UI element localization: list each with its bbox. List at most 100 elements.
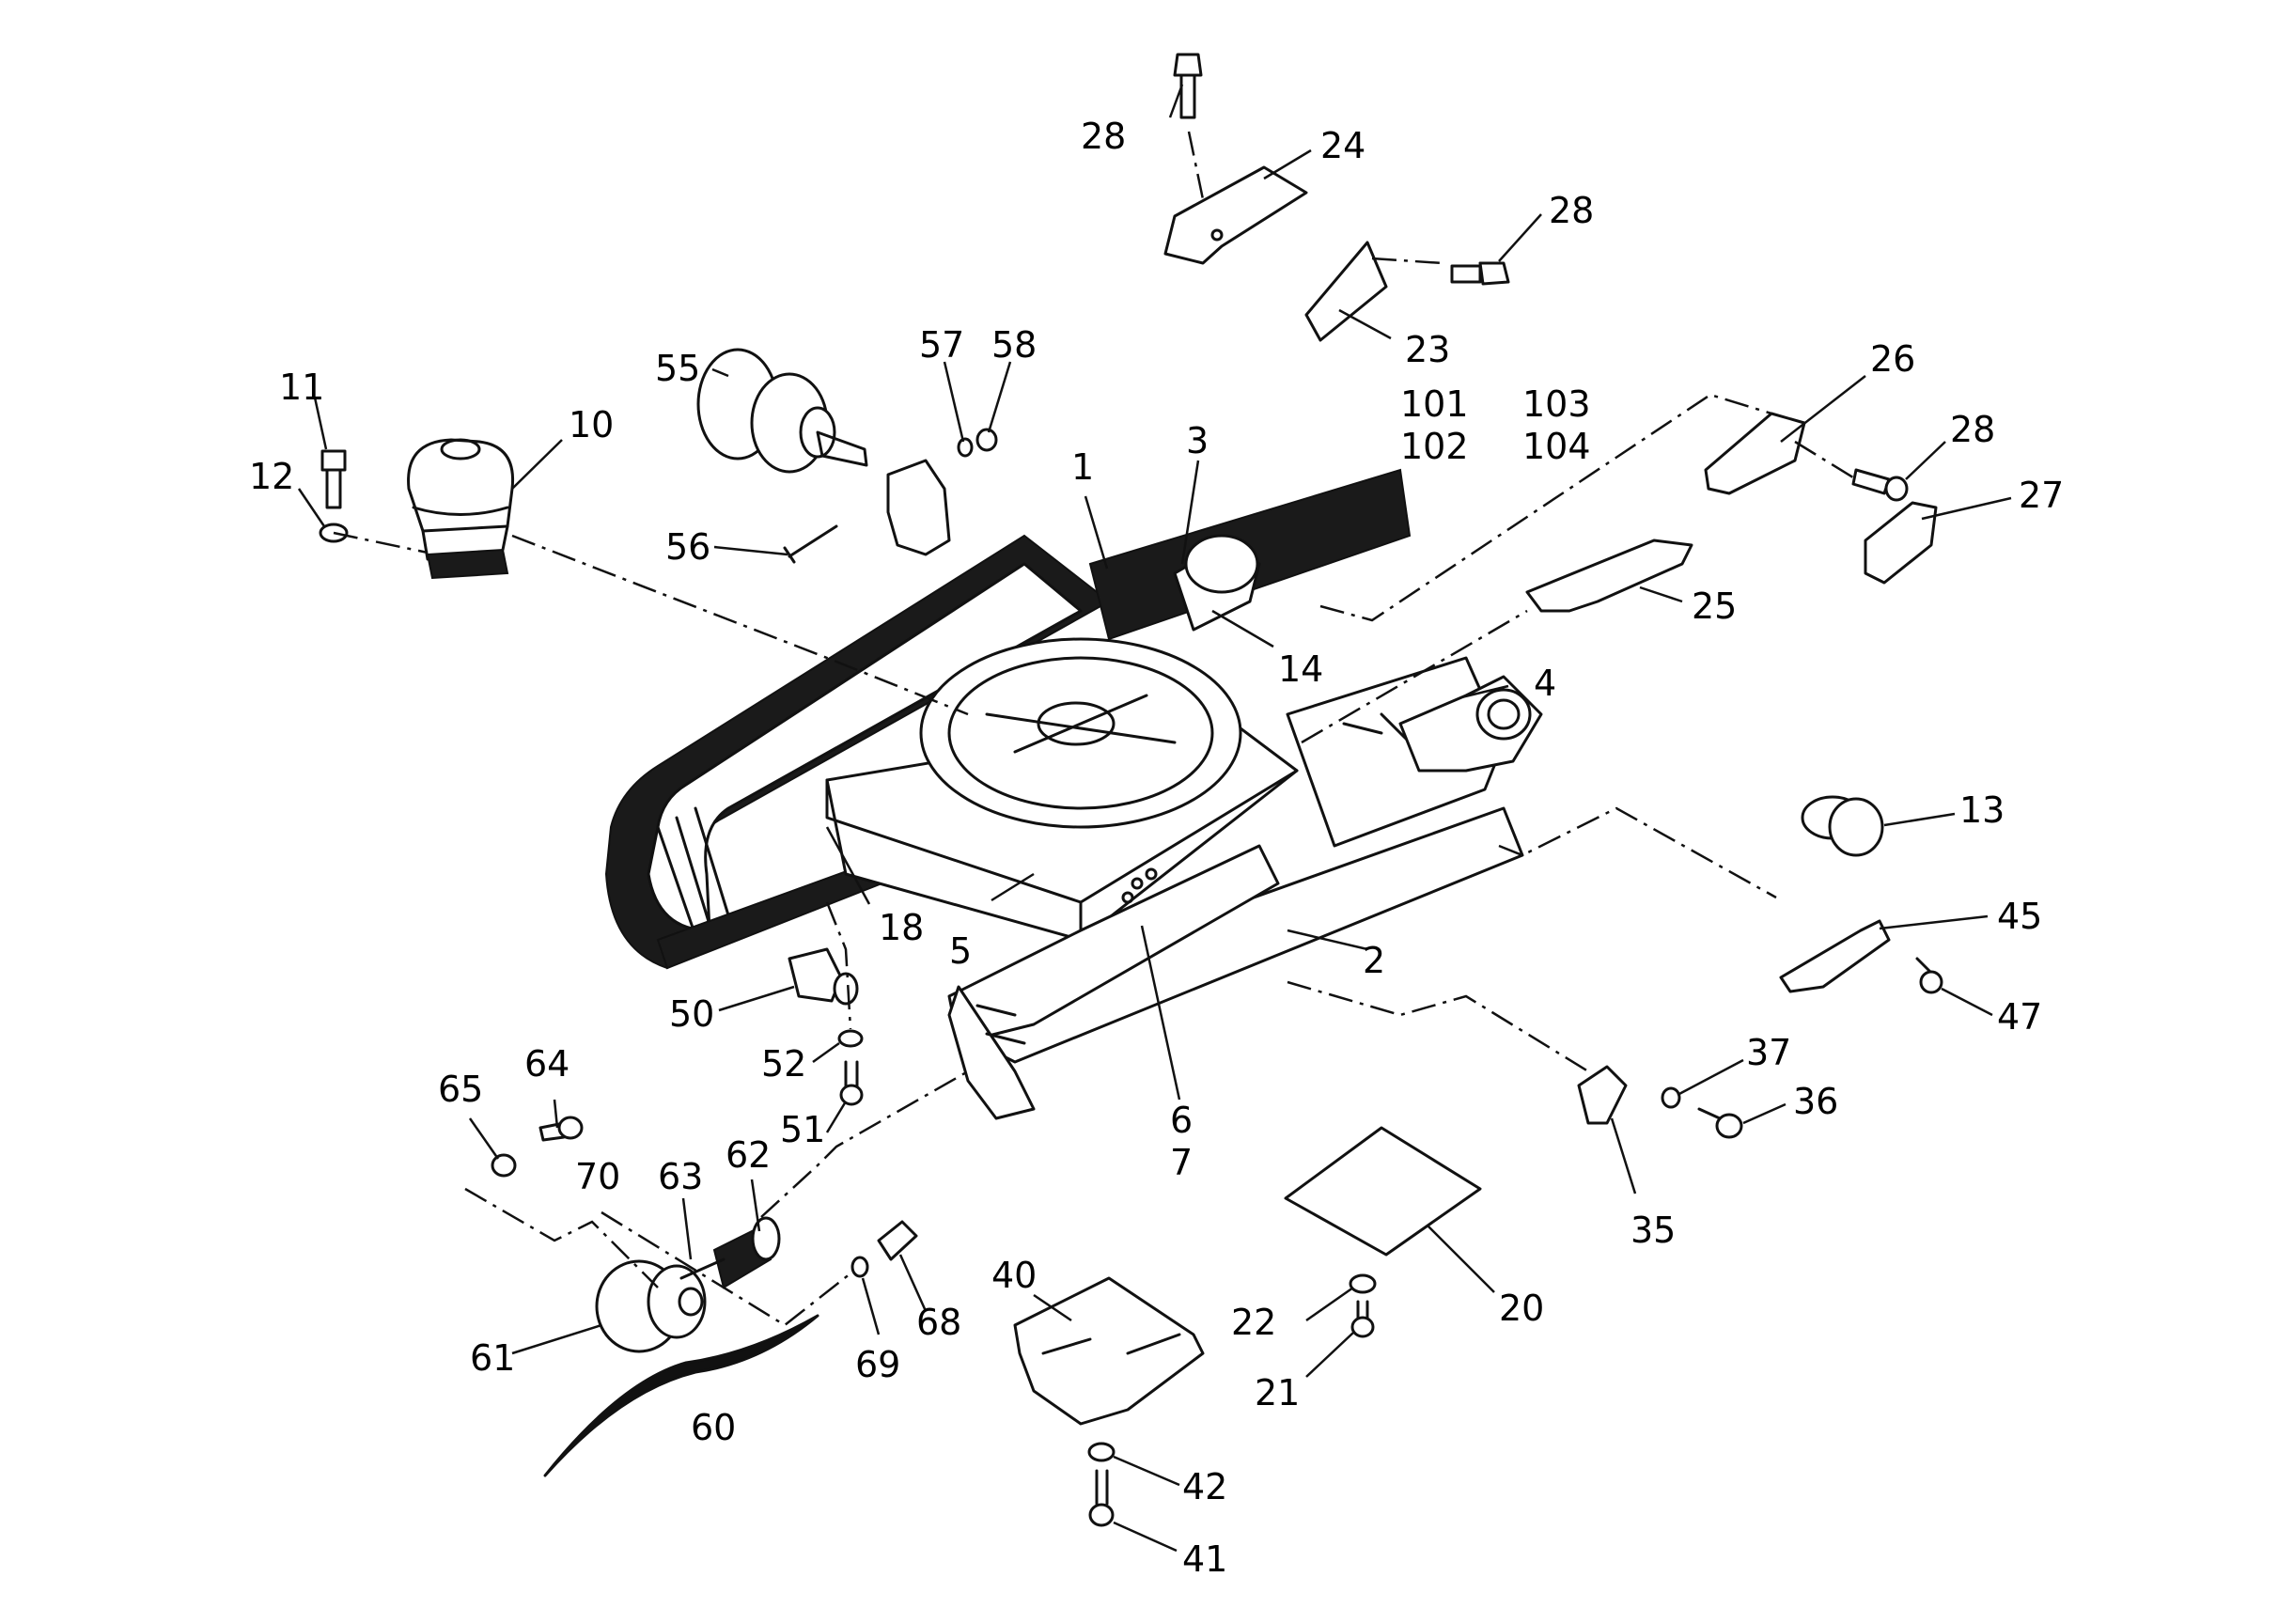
roller-50 xyxy=(788,947,859,1006)
cover-23 xyxy=(1304,241,1388,342)
bolt-64 xyxy=(538,1116,584,1142)
bolt-21 xyxy=(1350,1300,1375,1338)
label-21: 21 xyxy=(1255,1372,1300,1413)
label-69: 69 xyxy=(855,1344,900,1385)
label-28-mid: 28 xyxy=(1549,190,1594,231)
pin-56 xyxy=(783,524,838,564)
idler-61 xyxy=(595,1259,707,1353)
label-101: 101 xyxy=(1400,383,1469,425)
plate-24 xyxy=(1163,165,1308,265)
label-63: 63 xyxy=(658,1156,703,1197)
bolt-11 xyxy=(320,449,347,509)
nut-58 xyxy=(975,428,998,452)
label-58: 58 xyxy=(991,324,1037,366)
bolt-47 xyxy=(1915,957,1943,994)
label-41: 41 xyxy=(1182,1538,1227,1580)
axis-line-101 xyxy=(1319,393,1772,622)
label-64: 64 xyxy=(524,1043,570,1085)
motor-3 xyxy=(1184,534,1259,594)
cover-35 xyxy=(1577,1065,1628,1125)
track-frame xyxy=(825,637,1524,1120)
washer-69 xyxy=(850,1256,869,1278)
label-25: 25 xyxy=(1692,586,1737,627)
label-47: 47 xyxy=(1997,996,2042,1038)
axis-line-26-28 xyxy=(1794,440,1857,481)
label-51: 51 xyxy=(780,1109,825,1150)
grease-fitting-68 xyxy=(877,1220,918,1261)
label-42: 42 xyxy=(1182,1466,1227,1507)
label-28-top: 28 xyxy=(1081,116,1126,157)
roller-13 xyxy=(1801,795,1884,857)
bracket-40-slot xyxy=(1041,1333,1181,1355)
label-11: 11 xyxy=(279,367,324,408)
label-4: 4 xyxy=(1534,663,1556,704)
axis-line-65 xyxy=(464,1187,659,1288)
label-37: 37 xyxy=(1746,1032,1791,1073)
guard-25 xyxy=(1525,539,1693,613)
bolt-28-top xyxy=(1173,53,1203,119)
axis-line-50 xyxy=(825,901,852,1030)
label-14: 14 xyxy=(1278,648,1323,690)
label-103: 103 xyxy=(1522,383,1591,425)
bolt-36 xyxy=(1697,1107,1743,1139)
axis-line-25 xyxy=(1301,609,1528,744)
label-56: 56 xyxy=(665,526,710,568)
label-35: 35 xyxy=(1630,1210,1676,1251)
label-36: 36 xyxy=(1793,1081,1838,1122)
label-52: 52 xyxy=(761,1043,806,1085)
bolt-28-mid xyxy=(1450,261,1510,286)
label-24: 24 xyxy=(1320,125,1365,166)
label-2: 2 xyxy=(1363,940,1385,981)
axis-line-70 xyxy=(601,1210,851,1327)
roller-bracket xyxy=(886,459,951,556)
label-7: 7 xyxy=(1170,1142,1193,1183)
label-60: 60 xyxy=(691,1407,736,1448)
label-50: 50 xyxy=(669,993,714,1035)
washer-37 xyxy=(1661,1086,1681,1109)
bolt-28-right xyxy=(1851,468,1909,502)
label-57: 57 xyxy=(919,324,964,366)
label-104: 104 xyxy=(1522,426,1591,467)
label-13: 13 xyxy=(1959,789,2005,831)
label-5: 5 xyxy=(949,930,972,972)
label-40: 40 xyxy=(991,1255,1037,1296)
carrier-roller-55 xyxy=(696,348,868,474)
axis-line-62 xyxy=(760,1070,969,1218)
label-12: 12 xyxy=(249,456,294,497)
break-line-60 xyxy=(543,1314,819,1477)
label-3: 3 xyxy=(1186,420,1209,461)
axis-line-23-28 xyxy=(1371,257,1443,265)
cover-27 xyxy=(1864,501,1938,585)
plate-20 xyxy=(1284,1126,1482,1257)
washer-42 xyxy=(1087,1442,1116,1462)
washer-22 xyxy=(1349,1273,1377,1294)
axis-line-13 xyxy=(1498,806,1777,899)
label-62: 62 xyxy=(726,1134,771,1176)
label-61: 61 xyxy=(470,1337,515,1379)
travel-motor-10 xyxy=(407,438,515,580)
idler-bracket xyxy=(1398,675,1543,773)
label-20: 20 xyxy=(1499,1288,1544,1329)
label-1: 1 xyxy=(1071,446,1094,488)
washer-52 xyxy=(837,1029,864,1048)
label-28-right: 28 xyxy=(1950,409,1995,450)
cover-26 xyxy=(1704,412,1806,495)
bolt-41 xyxy=(1088,1469,1115,1527)
axis-line-35 xyxy=(1287,980,1589,1073)
label-10: 10 xyxy=(569,404,614,445)
washer-57 xyxy=(957,437,974,458)
guide-45 xyxy=(1779,919,1891,993)
label-55: 55 xyxy=(655,348,700,389)
label-102: 102 xyxy=(1400,426,1469,467)
label-22: 22 xyxy=(1231,1302,1276,1343)
label-68: 68 xyxy=(916,1302,961,1343)
label-27: 27 xyxy=(2019,475,2064,516)
label-70: 70 xyxy=(575,1156,620,1197)
label-45: 45 xyxy=(1997,896,2042,937)
axis-line-10 xyxy=(511,534,969,716)
part-labels: 1 3 101 102 103 104 4 5 6 7 2 10 11 12 1… xyxy=(249,116,2064,1580)
label-6: 6 xyxy=(1170,1100,1193,1141)
label-23: 23 xyxy=(1405,329,1450,370)
